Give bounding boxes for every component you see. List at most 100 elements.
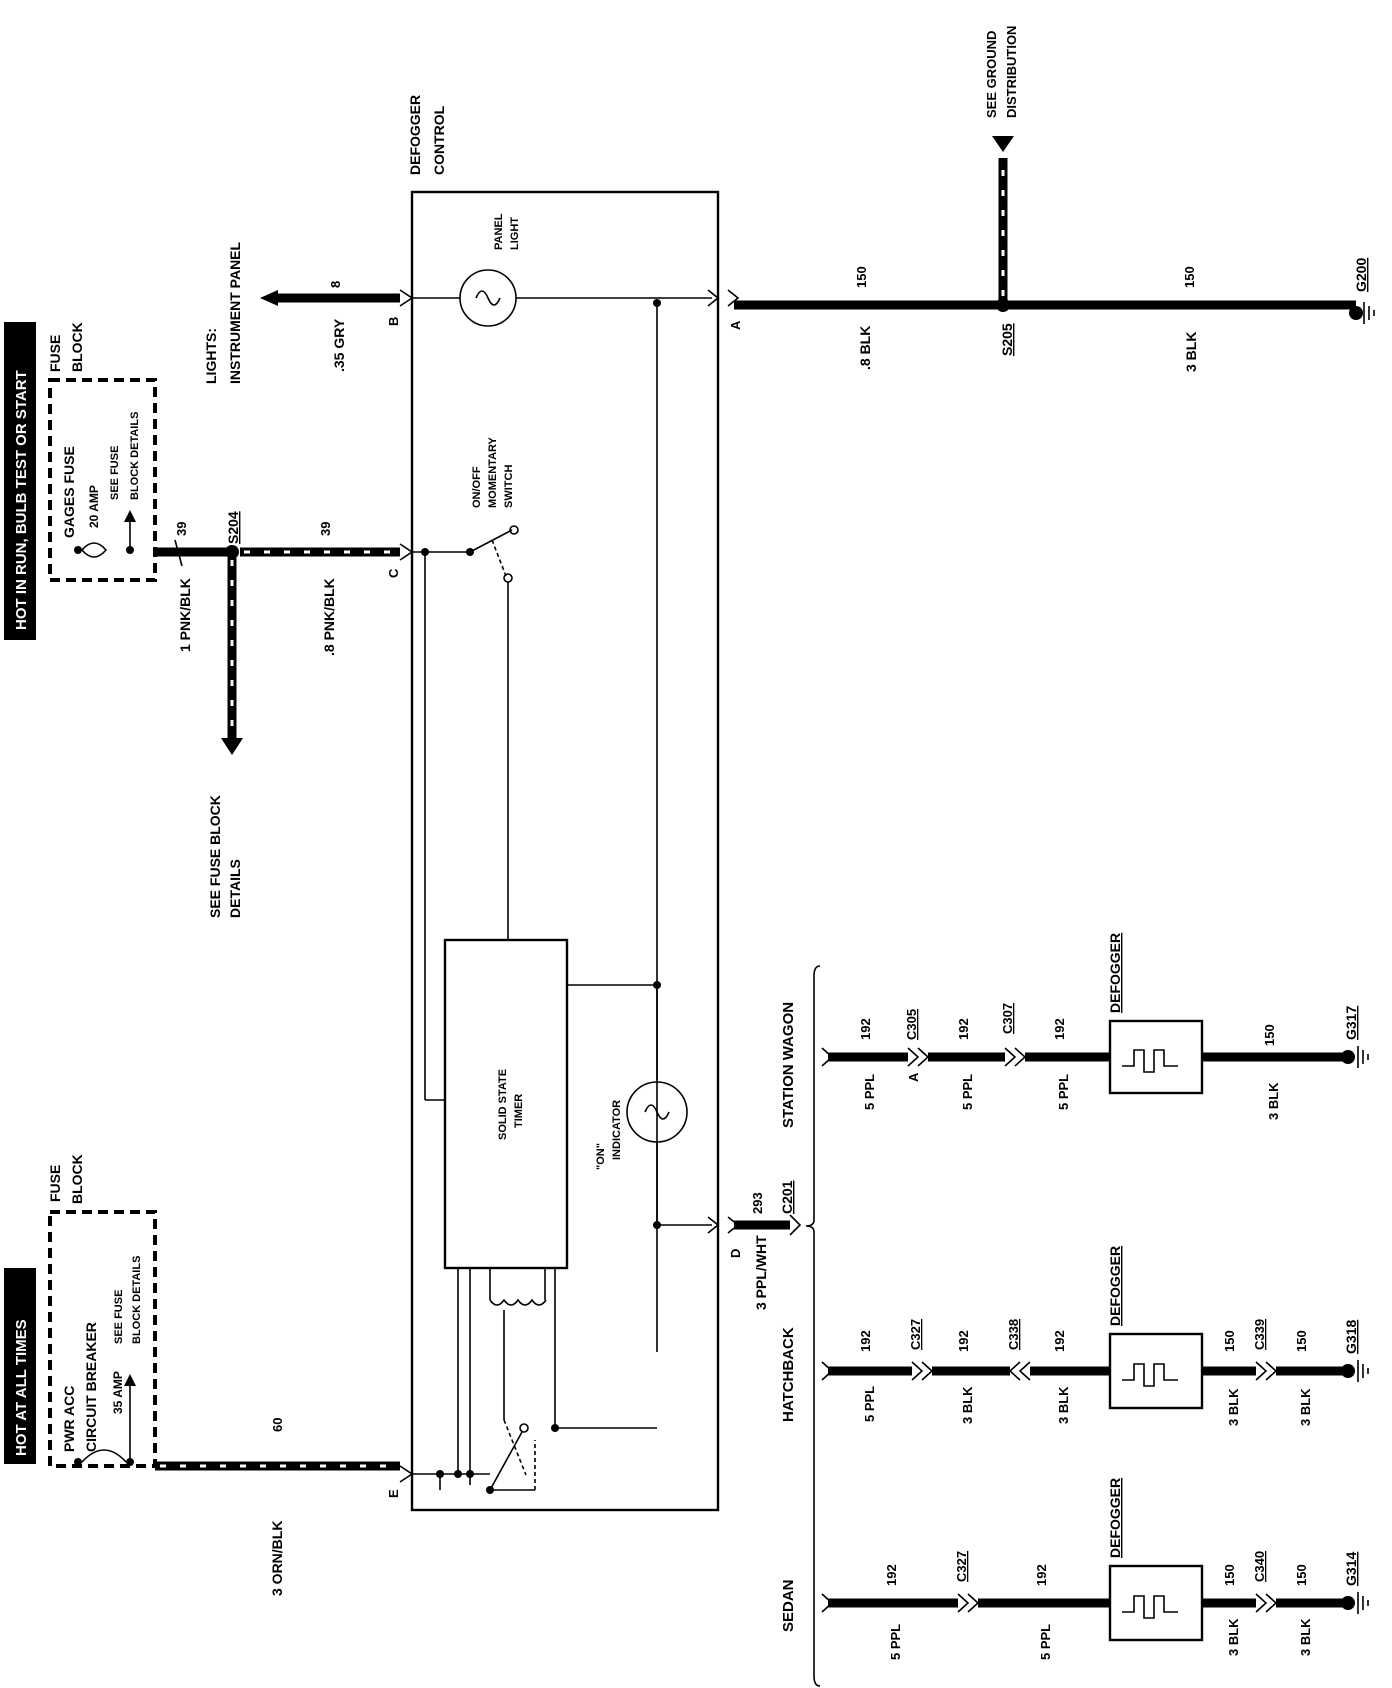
hatchback-label: HATCHBACK	[780, 1327, 797, 1422]
wire-label: 5 PPL	[1056, 1074, 1071, 1110]
connector-e	[399, 1465, 414, 1483]
circuit-breaker-icon	[81, 1449, 127, 1463]
connector-c340-label: C340	[1252, 1551, 1267, 1582]
splice-s205	[996, 298, 1010, 312]
wire-num: 192	[956, 1018, 971, 1040]
splice-s204-label: S204	[225, 511, 241, 544]
bulb-filament	[644, 1104, 670, 1120]
connector-c305	[907, 1047, 930, 1067]
ground-icon	[1357, 1592, 1369, 1614]
ground-g200-label: G200	[1353, 258, 1369, 292]
heater-element-icon	[1122, 1049, 1178, 1073]
wire-150-a-label: .8 BLK	[857, 326, 873, 370]
circuit-breaker-label: CIRCUIT BREAKER	[83, 1322, 99, 1452]
indicator-label-1: "ON"	[595, 1143, 607, 1170]
wire-60-label: 3 ORN/BLK	[269, 1521, 285, 1596]
wire-label: 5 PPL	[960, 1074, 975, 1110]
up-arrow-icon	[124, 510, 136, 522]
see-fuse-label-2: BLOCK DETAILS	[129, 412, 141, 500]
connector-b	[399, 289, 414, 307]
wire-num: 192	[1052, 1330, 1067, 1352]
timer-label-2: TIMER	[513, 1094, 525, 1128]
connector-c305-label: C305	[904, 1009, 919, 1040]
wire-label: 3 BLK	[1266, 1082, 1281, 1120]
pwr-acc-fuse-block	[48, 1210, 157, 1468]
pwr-acc-label: PWR ACC	[61, 1386, 77, 1452]
wire-num: 192	[884, 1564, 899, 1586]
wire-num: 192	[858, 1330, 873, 1352]
defogger-label: DEFOGGER	[1107, 1246, 1123, 1326]
switch-label-3: SWITCH	[503, 465, 515, 508]
defogger-grid	[1108, 1019, 1204, 1095]
wire-39-a-num: 39	[174, 522, 189, 536]
wire-39-a-label: 1 PNK/BLK	[177, 578, 193, 652]
see-fuse-label-1: SEE FUSE	[109, 446, 121, 500]
up-arrow-icon	[124, 1374, 136, 1386]
heater-element-icon	[1122, 1363, 1178, 1387]
connector-c327-label: C327	[908, 1319, 923, 1350]
ground-g318	[1341, 1364, 1355, 1378]
connector-c327-label: C327	[954, 1551, 969, 1582]
timer-label-1: SOLID STATE	[497, 1069, 509, 1140]
wire-150-b-num: 150	[1182, 266, 1197, 288]
see-fuse-block-details-2: DETAILS	[227, 859, 243, 918]
connector-d	[707, 1216, 720, 1234]
wire-num: 150	[1222, 1330, 1237, 1352]
heater-element-icon	[1122, 1595, 1178, 1619]
wire-label: 3 BLK	[1226, 1388, 1241, 1426]
variant-bracket	[805, 965, 821, 1687]
fuse-block-label-1: FUSE	[47, 1165, 63, 1202]
see-ground-label-2: DISTRIBUTION	[1004, 26, 1019, 118]
pin-e-label: E	[386, 1489, 401, 1498]
defogger-label: DEFOGGER	[1107, 1478, 1123, 1558]
wire-39-b-label: .8 PNK/BLK	[321, 578, 337, 656]
cb-amp-label: 35 AMP	[111, 1371, 125, 1414]
wire-8-num: 8	[328, 281, 343, 288]
see-ground-label-1: SEE GROUND	[984, 31, 999, 118]
connector-c307-label: C307	[1000, 1003, 1015, 1034]
wire-label: 3 BLK	[1226, 1618, 1241, 1656]
gages-amp-label: 20 AMP	[87, 485, 101, 528]
ground-icon	[1357, 1046, 1369, 1068]
ground-g317	[1341, 1050, 1355, 1064]
bulb-filament	[475, 290, 501, 306]
splice-s204	[225, 545, 239, 559]
defogger-control-label-1: DEFOGGER	[407, 95, 423, 175]
pin-b-label: B	[386, 317, 401, 326]
pin-a-label: A	[906, 1072, 921, 1082]
defogger-control-label-2: CONTROL	[431, 105, 447, 175]
connector-c338-label: C338	[1006, 1319, 1021, 1350]
panel-light-label-1: PANEL	[493, 213, 505, 250]
connector-c307	[1004, 1047, 1027, 1067]
sedan-circuit: 192 5 PPL C327 192 5 PPL DEFOGGER 150 3 …	[821, 1478, 1369, 1660]
wire-num: 150	[1222, 1564, 1237, 1586]
pin-d-label: D	[728, 1249, 743, 1258]
down-arrow-icon	[221, 738, 243, 755]
wire-label: 3 BLK	[1298, 1618, 1313, 1656]
indicator-label-2: INDICATOR	[611, 1100, 623, 1160]
relay-linkage	[503, 1419, 527, 1476]
wire-150-b-label: 3 BLK	[1183, 332, 1199, 372]
wire-293-label: 3 PPL/WHT	[753, 1235, 769, 1310]
wire-150-a-num: 150	[854, 266, 869, 288]
see-fuse-label-2: BLOCK DETAILS	[131, 1256, 143, 1344]
wire-label: 5 PPL	[862, 1386, 877, 1422]
see-fuse-label-1: SEE FUSE	[113, 1290, 125, 1344]
fuse-block-label-2: BLOCK	[69, 322, 85, 372]
see-fuse-block-details-1: SEE FUSE BLOCK	[207, 795, 223, 918]
instrument-panel-label: INSTRUMENT PANEL	[227, 241, 243, 384]
connector-c339	[1255, 1361, 1278, 1381]
connector-a-mate	[727, 289, 740, 307]
ground-g317-label: G317	[1343, 1006, 1359, 1040]
relay-coil-icon	[489, 1298, 547, 1306]
wire-label: 3 BLK	[1298, 1388, 1313, 1426]
connector-c340	[1255, 1593, 1278, 1613]
wire-293-num: 293	[750, 1192, 765, 1214]
connector-c201-label: C201	[779, 1180, 795, 1214]
hot-run-banner	[4, 322, 36, 640]
station-wagon-circuit: 192 5 PPL C305 A 192 5 PPL C307 192 5 PP…	[821, 933, 1369, 1120]
wire-label: 3 BLK	[1056, 1386, 1071, 1424]
hot-all-text: HOT AT ALL TIMES	[13, 1319, 30, 1456]
relay-contact	[519, 1423, 529, 1433]
switch-label-2: MOMENTARY	[487, 436, 499, 508]
